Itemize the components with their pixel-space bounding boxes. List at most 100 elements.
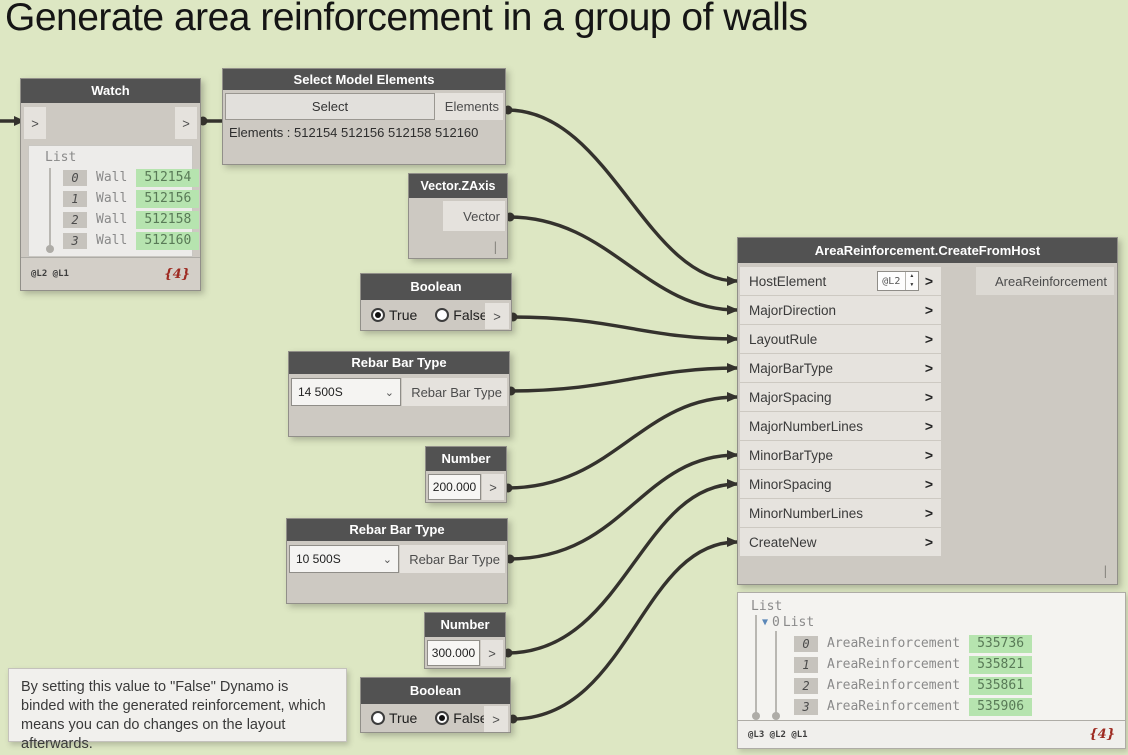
number-header[interactable]: Number: [426, 447, 506, 471]
use-default-chevron-icon[interactable]: >: [924, 331, 933, 347]
rebar-output-port[interactable]: Rebar Bar Type: [400, 545, 505, 573]
result-tree-line[interactable]: [755, 615, 757, 715]
spinner-arrows-icon[interactable]: ▲▼: [904, 272, 918, 290]
radio-false-circle[interactable]: [435, 711, 450, 725]
node-number-minor[interactable]: Number 300.000 >: [424, 612, 506, 669]
input-port-majorspacing[interactable]: MajorSpacing >: [740, 383, 941, 411]
select-button[interactable]: Select: [225, 93, 435, 120]
radio-false[interactable]: False: [435, 307, 488, 323]
watch-tree-line[interactable]: [49, 168, 51, 248]
lacing-indicator[interactable]: |: [491, 240, 499, 254]
watch-input-port[interactable]: >: [24, 107, 46, 139]
page-title: Generate area reinforcement in a group o…: [5, 0, 808, 39]
boolean-output-port[interactable]: >: [485, 303, 509, 329]
watch-header[interactable]: Watch: [21, 79, 200, 103]
list-item: 0 AreaReinforcement 535736: [794, 633, 1033, 654]
radio-false[interactable]: False: [435, 710, 488, 726]
radio-true[interactable]: True: [371, 710, 417, 726]
item-id: 535736: [969, 634, 1033, 653]
result-count: {4}: [1089, 727, 1115, 742]
wire-elements-hostelement: [506, 108, 738, 283]
number-output-port[interactable]: >: [482, 474, 504, 500]
wire-number2-minorspacing: [506, 482, 738, 655]
note-text-box[interactable]: By setting this value to "False" Dynamo …: [8, 668, 347, 752]
radio-true-circle[interactable]: [371, 711, 385, 725]
list-item: 0 Wall 512154: [63, 167, 200, 188]
node-vector-zaxis[interactable]: Vector.ZAxis Vector |: [408, 173, 508, 259]
use-default-chevron-icon[interactable]: >: [924, 534, 933, 550]
input-label: MajorDirection: [749, 302, 837, 318]
input-port-hostelement[interactable]: HostElement @L2 ▲▼ >: [740, 267, 941, 295]
number-output-port[interactable]: >: [481, 640, 503, 666]
input-port-minornumberlines[interactable]: MinorNumberLines >: [740, 499, 941, 527]
watch-levels[interactable]: @L2 @L1: [31, 269, 69, 279]
watch-tree-dot[interactable]: [46, 245, 54, 253]
areareinforcement-output-port[interactable]: AreaReinforcement: [976, 267, 1114, 295]
input-port-layoutrule[interactable]: LayoutRule >: [740, 325, 941, 353]
node-watch[interactable]: Watch > > List 0 Wall 512154 1 Wall 5121…: [20, 78, 201, 291]
lacing-indicator[interactable]: |: [1101, 564, 1109, 578]
list-item: 1 AreaReinforcement 535821: [794, 654, 1033, 675]
radio-false-circle[interactable]: [435, 308, 450, 322]
result-levels[interactable]: @L3 @L2 @L1: [748, 729, 808, 740]
use-default-chevron-icon[interactable]: >: [924, 389, 933, 405]
result-tree-line-inner[interactable]: [775, 631, 777, 715]
radio-true-circle[interactable]: [371, 308, 385, 322]
vector-zaxis-header[interactable]: Vector.ZAxis: [409, 174, 507, 198]
input-label: MajorBarType: [749, 360, 834, 376]
use-default-chevron-icon[interactable]: >: [924, 418, 933, 434]
select-model-elements-header[interactable]: Select Model Elements: [223, 69, 505, 90]
node-area-reinforcement-createfromhost[interactable]: AreaReinforcement.CreateFromHost HostEle…: [737, 237, 1118, 585]
input-port-minorbartype[interactable]: MinorBarType >: [740, 441, 941, 469]
node-boolean-major[interactable]: Boolean True False >: [360, 273, 512, 331]
collapse-arrow-icon[interactable]: ▼: [762, 617, 769, 628]
level-value: @L2: [882, 275, 901, 287]
rebar-type-dropdown[interactable]: 10 500S ⌄: [289, 545, 399, 573]
list-item: 3 Wall 512160: [63, 230, 200, 251]
input-port-minorspacing[interactable]: MinorSpacing >: [740, 470, 941, 498]
input-label: MajorNumberLines: [749, 418, 864, 434]
use-default-chevron-icon[interactable]: >: [924, 360, 933, 376]
input-port-createnew[interactable]: CreateNew >: [740, 528, 941, 556]
rebar-header[interactable]: Rebar Bar Type: [289, 352, 509, 374]
number-input[interactable]: 200.000: [428, 474, 481, 500]
chevron-down-icon: ⌄: [384, 386, 394, 399]
use-default-chevron-icon[interactable]: >: [924, 447, 933, 463]
vector-output-port[interactable]: Vector: [443, 201, 505, 231]
item-type: AreaReinforcement: [827, 657, 961, 672]
radio-true-label: True: [389, 307, 418, 323]
number-header[interactable]: Number: [425, 613, 505, 637]
result-tree-dot[interactable]: [752, 712, 760, 720]
node-select-model-elements[interactable]: Select Model Elements Select Elements El…: [222, 68, 506, 165]
input-port-majorbartype[interactable]: MajorBarType >: [740, 354, 941, 382]
rebar-type-dropdown[interactable]: 14 500S ⌄: [291, 378, 401, 406]
rebar-output-port[interactable]: Rebar Bar Type: [402, 378, 507, 406]
boolean-header[interactable]: Boolean: [361, 274, 511, 300]
radio-true[interactable]: True: [371, 307, 417, 323]
watch-output-port[interactable]: >: [175, 107, 197, 139]
input-label: MajorSpacing: [749, 389, 832, 405]
item-id: 512158: [136, 210, 200, 229]
item-id: 512160: [136, 231, 200, 250]
node-rebar-bar-type-major[interactable]: Rebar Bar Type 14 500S ⌄ Rebar Bar Type: [288, 351, 510, 437]
number-input[interactable]: 300.000: [427, 640, 480, 666]
use-default-chevron-icon[interactable]: >: [924, 476, 933, 492]
use-default-chevron-icon[interactable]: >: [924, 273, 933, 289]
dropdown-value: 10 500S: [296, 552, 341, 566]
input-port-majordirection[interactable]: MajorDirection >: [740, 296, 941, 324]
node-boolean-create[interactable]: Boolean True False >: [360, 677, 511, 733]
boolean-header[interactable]: Boolean: [361, 678, 510, 704]
area-node-header[interactable]: AreaReinforcement.CreateFromHost: [738, 238, 1117, 263]
use-default-chevron-icon[interactable]: >: [924, 302, 933, 318]
radio-true-label: True: [389, 710, 418, 726]
input-port-majornumberlines[interactable]: MajorNumberLines >: [740, 412, 941, 440]
boolean-output-port[interactable]: >: [484, 706, 508, 732]
node-rebar-bar-type-minor[interactable]: Rebar Bar Type 10 500S ⌄ Rebar Bar Type: [286, 518, 508, 604]
elements-output-port[interactable]: Elements: [435, 93, 503, 120]
use-default-chevron-icon[interactable]: >: [924, 505, 933, 521]
result-tree-dot[interactable]: [772, 712, 780, 720]
rebar-header[interactable]: Rebar Bar Type: [287, 519, 507, 541]
level-spinner[interactable]: @L2 ▲▼: [876, 271, 919, 291]
node-number-major[interactable]: Number 200.000 >: [425, 446, 507, 503]
